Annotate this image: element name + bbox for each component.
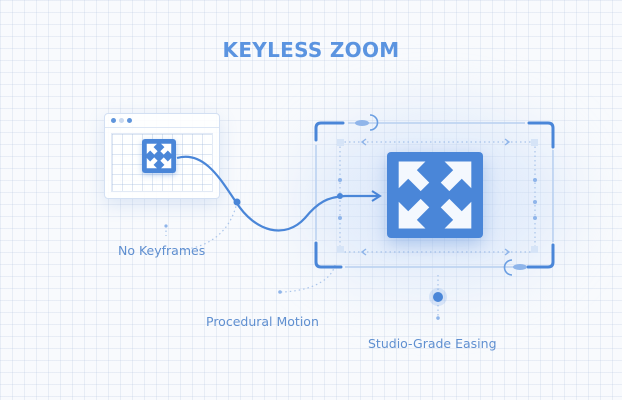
guide-procedural-motion [279, 264, 336, 293]
expand-arrows-icon [142, 139, 176, 173]
expand-arrows-icon [387, 152, 483, 238]
label-studio-grade-easing: Studio-Grade Easing [368, 336, 497, 351]
label-no-keyframes: No Keyframes [118, 243, 206, 258]
window-dot [119, 118, 124, 123]
window-titlebar [105, 114, 219, 128]
window-dot [127, 118, 132, 123]
diagram-title: KEYLESS ZOOM [222, 38, 400, 62]
expand-arrows-glyph [146, 143, 172, 169]
guide-no-keyframes [179, 201, 238, 251]
motion-curve [176, 155, 378, 232]
expand-arrows-glyph [398, 161, 472, 229]
window-dot [111, 118, 116, 123]
label-procedural-motion: Procedural Motion [206, 314, 319, 329]
arrow-head [371, 190, 382, 202]
